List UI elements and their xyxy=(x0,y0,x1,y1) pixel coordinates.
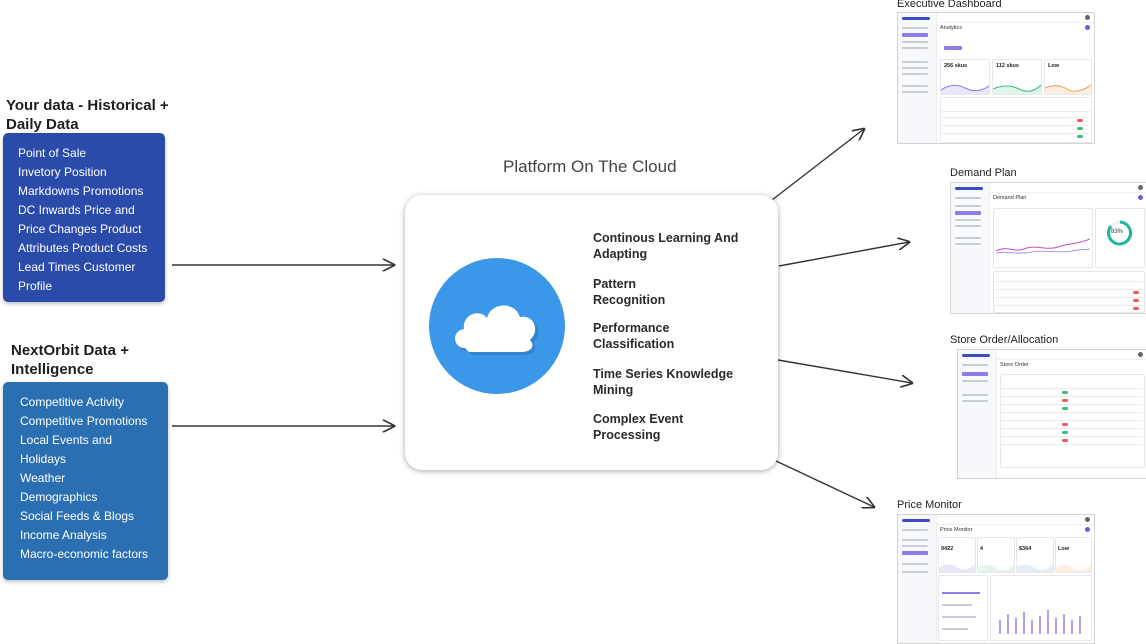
intelligence-item: Competitive Activity xyxy=(20,395,125,409)
data-source-item: Point of Sale xyxy=(18,146,87,160)
competitive-reaction-chart-card xyxy=(990,575,1092,641)
data-source-item: Lead Times Customer xyxy=(18,260,136,274)
page-title: Demand Plan xyxy=(993,195,1027,201)
data-source-item: DC Inwards Price and xyxy=(18,203,135,217)
forecast-line-chart xyxy=(996,238,1090,254)
gauge-value: 83% xyxy=(1111,229,1124,235)
order-table-card xyxy=(1000,374,1145,468)
kpi-card: 112 skus xyxy=(992,59,1042,95)
gauge-card: 83% xyxy=(1095,208,1145,268)
page-title: Store Order xyxy=(1000,362,1029,368)
avatar xyxy=(1085,15,1090,20)
capability-performance-classification: Performance Classification xyxy=(593,321,675,351)
action-button xyxy=(944,46,962,50)
data-source-item: Profile xyxy=(18,279,53,293)
data-sources-box: Point of Sale Invetory Position Markdown… xyxy=(3,133,165,302)
kpi-card: Low xyxy=(1044,59,1092,95)
arrow-to-demand-plan xyxy=(778,242,909,267)
competitive-reaction-bar-chart xyxy=(999,610,1081,634)
table-card xyxy=(993,271,1145,313)
intelligence-item: Macro-economic factors xyxy=(20,547,149,561)
forecast-chart-card xyxy=(993,208,1093,268)
capability-complex-event-processing: Complex Event Processing xyxy=(593,412,684,442)
arrow-to-store-order xyxy=(777,359,912,383)
kpi-value: 9422 xyxy=(941,546,954,552)
table-card xyxy=(940,97,1092,143)
intelligence-item: Holidays xyxy=(20,452,67,466)
capability-continuous-learning: Continous Learning And Adapting xyxy=(593,231,739,261)
kpi-value: 256 skus xyxy=(944,63,968,69)
competition-list-card xyxy=(938,575,988,641)
data-source-item: Markdowns Promotions xyxy=(18,184,144,198)
kpi-value: 112 skus xyxy=(996,63,1019,69)
intelligence-box: Competitive Activity Competitive Promoti… xyxy=(3,382,168,580)
price-monitor-screenshot: Price Monitor 9422 4 $364 Low xyxy=(897,514,1095,644)
kpi-value: Low xyxy=(1058,546,1069,552)
demand-plan-title: Demand Plan xyxy=(950,167,1017,179)
intelligence-item: Social Feeds & Blogs xyxy=(20,509,135,523)
store-order-title: Store Order/Allocation xyxy=(950,334,1059,346)
intelligence-item: Weather xyxy=(20,471,66,485)
intelligence-item: Income Analysis xyxy=(20,528,107,542)
demand-plan-screenshot: Demand Plan 83% xyxy=(950,182,1146,314)
cloud-circle xyxy=(429,258,565,394)
data-source-item: Price Changes Product xyxy=(18,222,142,236)
logo xyxy=(902,17,930,20)
sidebar xyxy=(898,13,937,143)
platform-title: Platform On The Cloud xyxy=(503,157,677,176)
intelligence-heading: NextOrbit Data + Intelligence xyxy=(11,342,129,378)
capability-time-series-mining: Time Series Knowledge Mining xyxy=(593,367,734,397)
price-monitor-title: Price Monitor xyxy=(897,499,962,511)
cloud-icon xyxy=(455,305,539,355)
kpi-value: $364 xyxy=(1019,546,1032,552)
kpi-value: Low xyxy=(1048,63,1059,69)
data-sources-heading: Your data - Historical + Daily Data xyxy=(6,97,169,133)
intelligence-item: Local Events and xyxy=(20,433,113,447)
add-icon xyxy=(1085,25,1090,30)
kpi-card: 256 skus xyxy=(940,59,990,95)
arrow-to-price-monitor xyxy=(775,460,874,507)
intelligence-item: Competitive Promotions xyxy=(20,414,148,428)
kpi-value: 4 xyxy=(980,546,984,552)
store-order-screenshot: Store Order xyxy=(957,349,1146,479)
page-title: Price Monitor xyxy=(940,527,973,533)
data-source-item: Attributes Product Costs xyxy=(18,241,148,255)
page-title: Analytics xyxy=(940,25,963,31)
intelligence-item: Demographics xyxy=(20,490,98,504)
arrow-to-exec-dashboard xyxy=(771,129,864,201)
exec-dashboard-screenshot: Analytics 256 skus 112 skus Low xyxy=(897,12,1095,144)
data-source-item: Invetory Position xyxy=(18,165,107,179)
capability-pattern-recognition: Pattern Recognition xyxy=(593,277,666,307)
exec-dashboard-title: Executive Dashboard xyxy=(897,0,1002,10)
